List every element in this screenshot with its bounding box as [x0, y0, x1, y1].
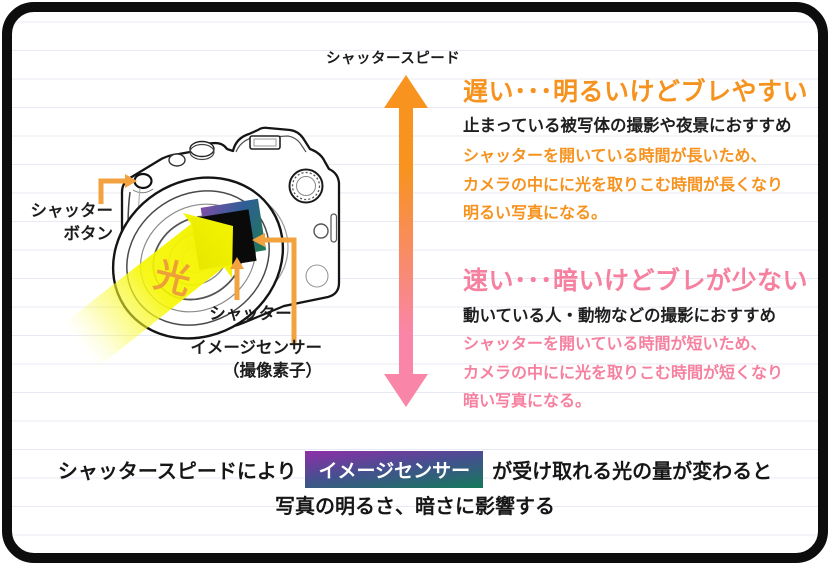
image-sensor-badge: イメージセンサー — [305, 451, 484, 488]
shutter-button-pointer-line — [98, 178, 125, 204]
sensor-arrowhead-icon — [252, 233, 265, 247]
shutter-button-label-line1: シャッター — [30, 202, 114, 220]
shutter-button-label: シャッター ボタン — [28, 200, 114, 246]
slow-body: シャッターを開いている時間が長いため、 カメラの中にに光を取りこむ時間が長くなり… — [463, 143, 813, 229]
shutter-button-arrowhead-icon — [125, 174, 137, 188]
fast-body-line1: シャッターを開いている時間が短いため、 — [463, 336, 767, 353]
slow-body-line3: 明るい写真になる。 — [463, 205, 608, 222]
mode-dial — [288, 168, 324, 204]
shutter-arrowhead-icon — [230, 257, 244, 269]
speed-gradient-arrow — [384, 75, 428, 407]
arrow-up-head-icon — [384, 75, 428, 108]
fast-body-line3: 暗い写真になる。 — [463, 393, 592, 410]
slow-body-line2: カメラの中にに光を取りこむ時間が長くなり — [463, 176, 784, 194]
slow-body-line1: シャッターを開いている時間が長いため、 — [463, 148, 767, 165]
footer-line2: 写真の明るさ、暗さに影響する — [275, 496, 555, 518]
pointer-lines — [98, 178, 297, 343]
slow-heading: 遅い･･･明るいけどブレやすい — [463, 78, 809, 106]
image-sensor-label-line2: （撮像素子） — [223, 362, 322, 380]
fast-heading: 速い･･･暗いけどブレが少ない — [463, 267, 809, 295]
image-sensor-label-line1: イメージセンサー — [190, 339, 322, 357]
footer-line1: シャッタースピードにより イメージセンサー が受け取れる光の量が変わると — [0, 451, 830, 488]
shutter-button-label-line2: ボタン — [63, 225, 114, 243]
pointer-arrowheads — [125, 174, 265, 269]
footer-text-after-badge: が受け取れる光の量が変わると — [492, 461, 773, 483]
slow-subheading: 止まっている被写体の撮影や夜景におすすめ — [463, 117, 792, 135]
shutter-button-shape — [133, 172, 153, 190]
light-beam: 光 — [55, 213, 233, 372]
fast-body-line2: カメラの中にに光を取りこむ時間が短くなり — [463, 364, 784, 382]
fast-body: シャッターを開いている時間が短いため、 カメラの中にに光を取りこむ時間が短くなり… — [463, 331, 813, 417]
footer-text-before-badge: シャッタースピードにより — [57, 461, 297, 483]
arrow-down-head-icon — [384, 374, 428, 407]
top-dial — [189, 140, 215, 158]
shutter-speed-axis-label: シャッタースピード — [326, 51, 461, 67]
shutter-label: シャッター — [209, 305, 292, 323]
arrow-shaft — [399, 106, 413, 376]
image-sensor-label: イメージセンサー （撮像素子） — [175, 337, 322, 383]
fast-subheading: 動いている人・動物などの撮影におすすめ — [463, 307, 777, 325]
sensor-pointer-line — [264, 237, 297, 343]
